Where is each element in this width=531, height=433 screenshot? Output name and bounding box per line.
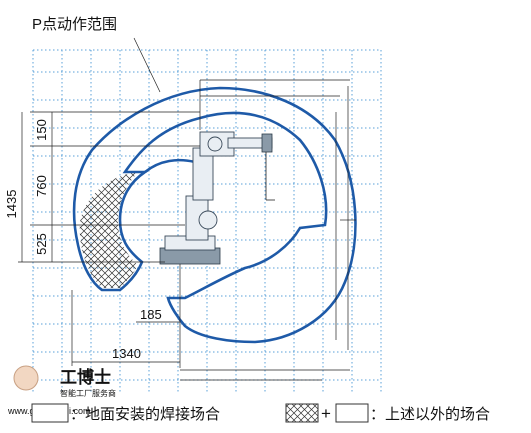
legend-floor-label: ：地面安装的焊接场合	[70, 406, 220, 423]
legend: ：地面安装的焊接场合 + ：上述以外的场合	[31, 403, 490, 423]
dim-760: 760	[34, 175, 49, 197]
dim-150: 150	[34, 119, 49, 141]
diagram-title: P点动作范围	[32, 16, 117, 33]
robot-arm	[159, 131, 275, 265]
dim-525: 525	[34, 233, 49, 255]
legend-plus: +	[321, 404, 331, 423]
dim-185: 185	[140, 307, 162, 322]
reach-envelope	[72, 86, 357, 344]
watermark-slogan: 智能工厂服务商	[60, 388, 116, 398]
title-leader	[133, 37, 161, 93]
inner-envelope-arc	[144, 158, 196, 174]
legend-other-label: ：上述以外的场合	[370, 406, 490, 423]
legend-plain-box	[335, 403, 369, 423]
dim-1340: 1340	[112, 346, 141, 361]
bottom-dimensions	[71, 264, 350, 381]
watermark-brand: 工博士	[60, 367, 111, 387]
legend-floor-box	[31, 403, 69, 423]
legend-hatch-box	[285, 403, 319, 423]
dim-1435: 1435	[4, 190, 19, 219]
right-dimensions	[199, 79, 356, 350]
hatched-region	[79, 172, 138, 288]
left-dimensions	[18, 111, 200, 263]
